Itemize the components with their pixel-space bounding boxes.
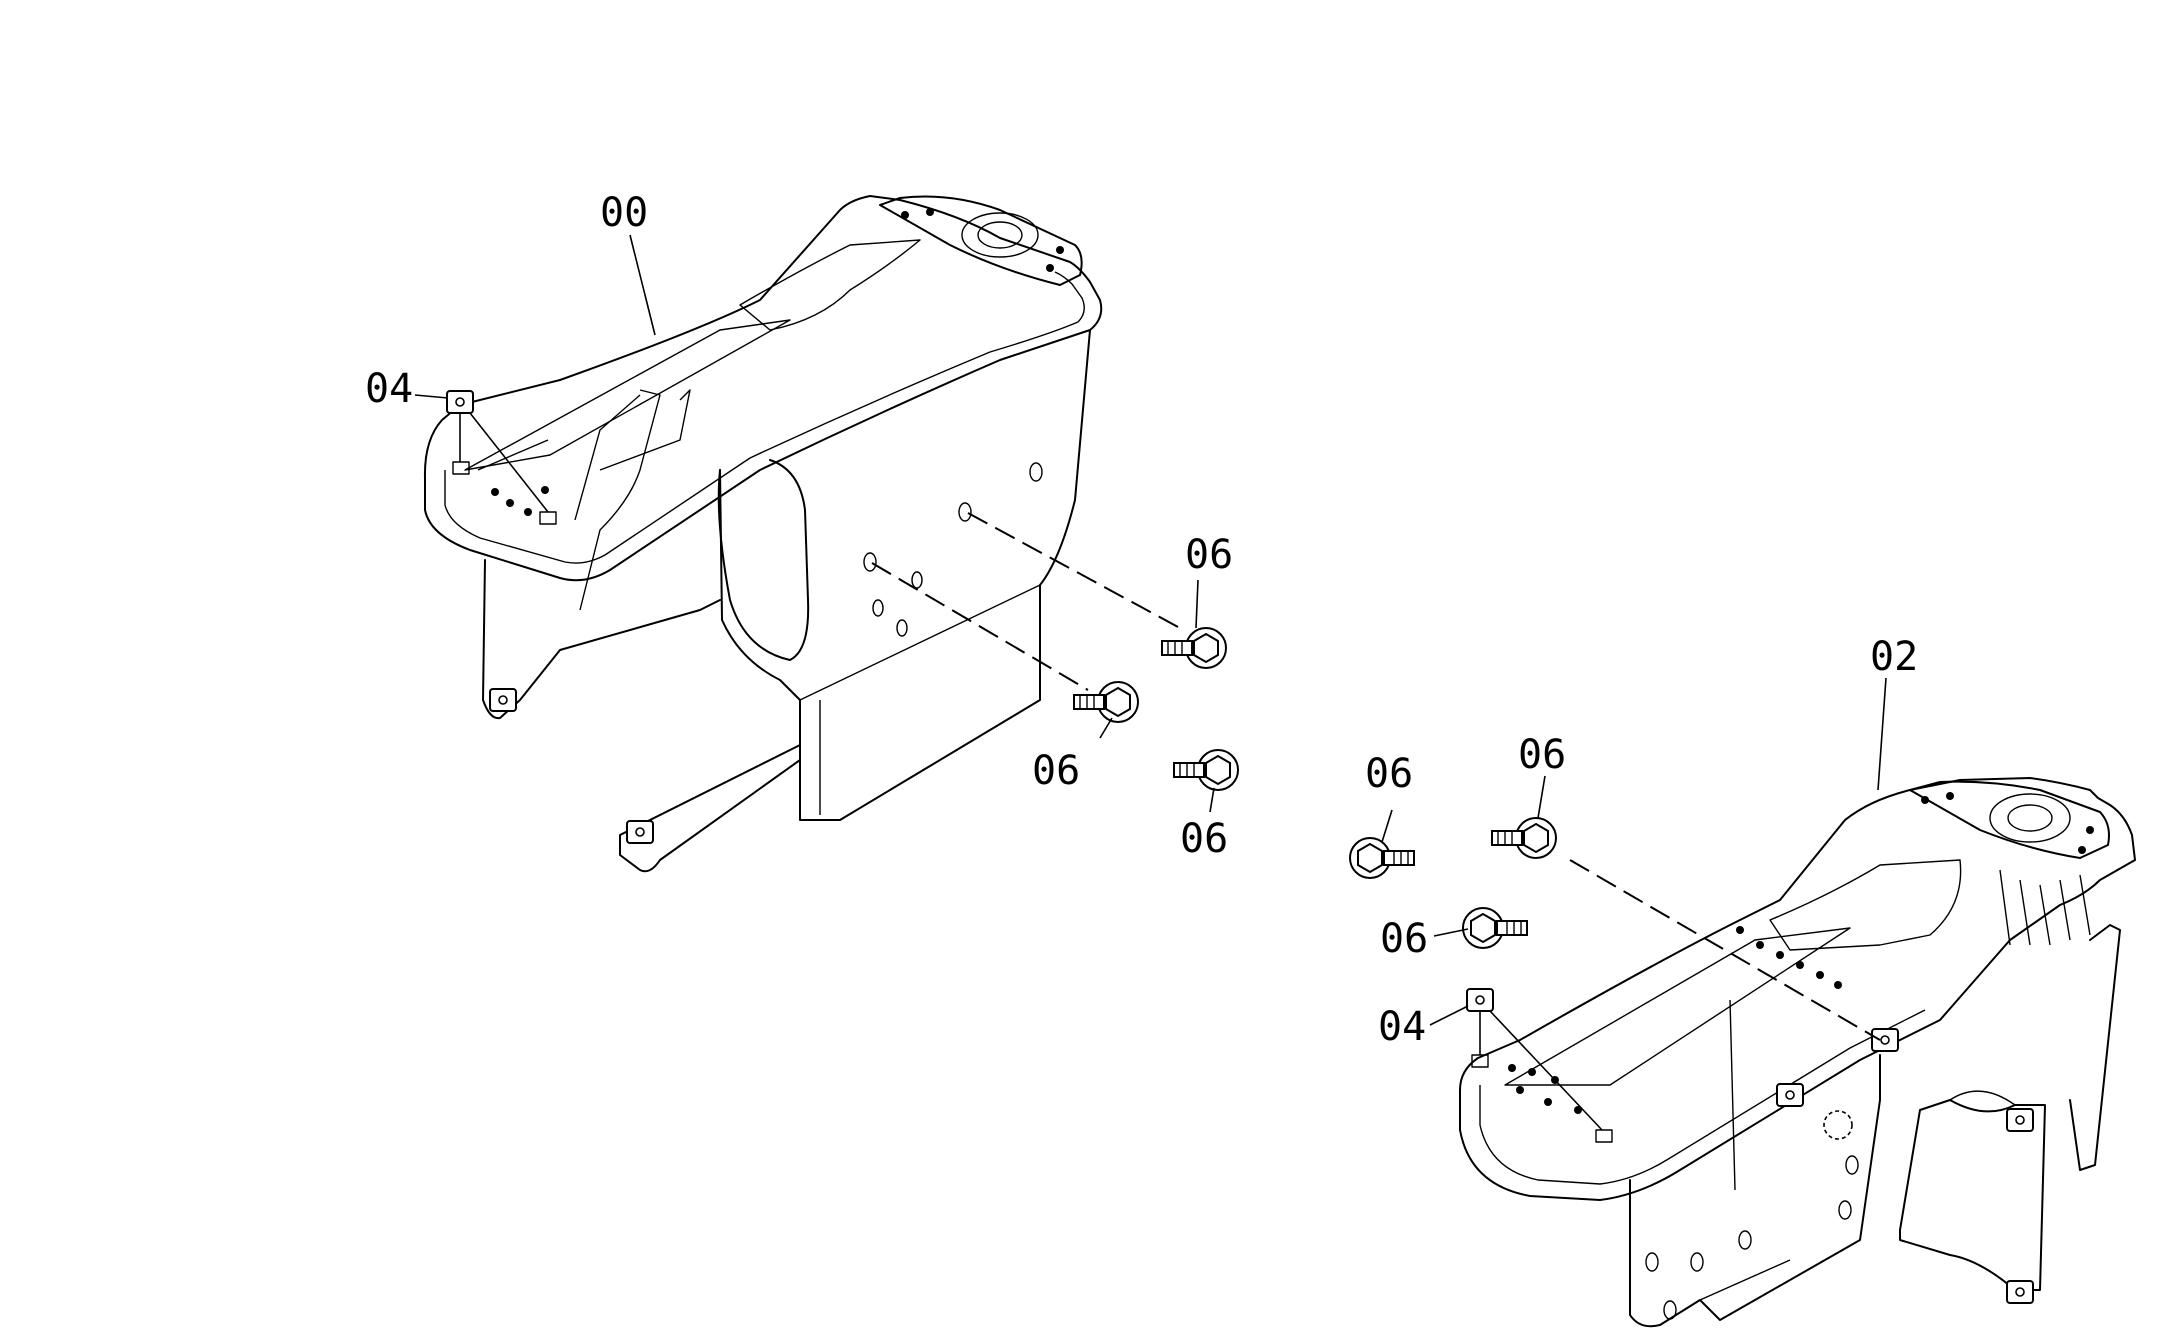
- callout-bolt-f: 06: [1380, 916, 1428, 962]
- clip-bracket-right: [1466, 988, 1603, 1131]
- hex-flange-bolt-icon: [1161, 627, 1227, 669]
- callout-bracket-left: 04: [365, 366, 413, 412]
- assembly-line-left-upper: [967, 512, 1179, 628]
- callout-bolt-a: 06: [1185, 532, 1233, 578]
- console-right: [1459, 777, 2136, 1328]
- callout-console-left: 00: [600, 190, 648, 236]
- hex-flange-bolt-icon: [1073, 681, 1139, 723]
- callout-bolt-e: 06: [1518, 732, 1566, 778]
- callout-bracket-right: 04: [1378, 1004, 1426, 1050]
- callout-bolt-c: 06: [1180, 816, 1228, 862]
- clip-bracket-left: [446, 390, 549, 513]
- hex-flange-bolt-icon: [1173, 749, 1239, 791]
- hex-flange-bolt-icon: [1491, 817, 1557, 859]
- callout-bolt-b: 06: [1032, 748, 1080, 794]
- hex-flange-bolt-icon: [1349, 837, 1415, 879]
- leader-lines: [414, 234, 1887, 1026]
- callout-bolt-d: 06: [1365, 751, 1413, 797]
- assembly-line-right: [1569, 859, 1881, 1041]
- assembly-line-left-lower: [871, 562, 1089, 691]
- callout-console-right: 02: [1870, 634, 1918, 680]
- hex-flange-bolt-icon: [1462, 907, 1528, 949]
- console-left: [423, 195, 1103, 873]
